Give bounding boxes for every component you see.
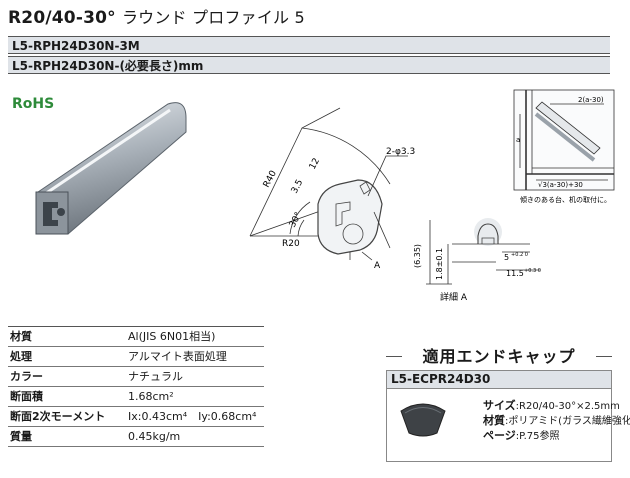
detail-marker: A (374, 261, 381, 271)
endcap-size-key: サイズ (483, 399, 516, 412)
spec-row: 質量 0.45kg/m (8, 427, 264, 447)
endcap-heading: 適用エンドキャップ (422, 347, 576, 366)
dim-6-35: (6.35) (413, 244, 422, 268)
spec-row: 断面2次モーメント Ix:0.43cm⁴ Iy:0.68cm⁴ (8, 407, 264, 427)
endcap-page-key: ページ (483, 429, 516, 442)
divider (386, 356, 402, 357)
page-title: R20/40-30° ラウンド プロファイル 5 (8, 4, 305, 28)
dim-12: 12 (308, 157, 322, 172)
part-number-cut: L5-RPH24D30N-(必要長さ)mm (8, 56, 610, 74)
spec-key: カラー (10, 370, 43, 383)
spec-key: 材質 (10, 330, 32, 343)
endcap-box: L5-ECPR24D30 サイズ:R20/40-30°×2.5mm 材質:ポリア… (386, 370, 630, 462)
dim-r40: R40 (262, 169, 279, 190)
spec-row: カラー ナチュラル (8, 367, 264, 387)
spec-value: ナチュラル (128, 370, 183, 383)
dim-5-tol: +0.2 0 (511, 252, 528, 258)
endcap-page-value: :P.75参照 (515, 431, 560, 442)
spec-value: Ix:0.43cm⁴ Iy:0.68cm⁴ (128, 410, 257, 423)
endcap-material-value: :ポリアミド(ガラス繊維強化) (505, 416, 630, 427)
spec-value: アルマイト表面処理 (128, 350, 227, 363)
side-a: a (516, 136, 520, 144)
dim-r20: R20 (282, 239, 300, 249)
rohs-badge: RoHS (12, 96, 54, 112)
side-bottom-dim: √3(a-30)+30 (538, 181, 583, 189)
spec-key: 質量 (10, 430, 32, 443)
endcap-material-key: 材質 (483, 414, 505, 427)
spec-value: Al(JIS 6N01相当) (128, 330, 216, 343)
title-jp: ラウンド プロファイル 5 (121, 8, 305, 27)
dim-angle: 30° (288, 211, 304, 230)
spec-key: 断面2次モーメント (10, 410, 106, 423)
dim-1-8: 1.8±0.1 (435, 248, 444, 280)
side-top-dim: 2(a-30) (578, 96, 604, 104)
detail-caption: 詳細 A (440, 291, 468, 303)
spec-table: 材質 Al(JIS 6N01相当) 処理 アルマイト表面処理 カラー ナチュラル… (8, 326, 264, 447)
profile-photo: RoHS (8, 84, 188, 274)
spec-row: 処理 アルマイト表面処理 (8, 347, 264, 367)
spec-value: 0.45kg/m (128, 430, 181, 443)
dim-11-5: 11.5 (506, 269, 524, 278)
endcap-size-value: :R20/40-30°×2.5mm (515, 401, 620, 412)
spec-row: 断面積 1.68cm² (8, 387, 264, 407)
endcap-part: L5-ECPR24D30 (387, 371, 611, 389)
title-main: R20/40-30° (8, 8, 116, 28)
spec-key: 断面積 (10, 390, 43, 403)
dim-5: 5 (504, 253, 509, 262)
spec-value: 1.68cm² (128, 390, 174, 403)
dim-hole: 2-φ3.3 (386, 147, 415, 157)
cross-section-drawing: R40 R20 2-φ3.3 3.5 12 30° A (6.35) 1.8±0… (249, 89, 615, 303)
spec-key: 処理 (10, 350, 32, 363)
part-number-fixed: L5-RPH24D30N-3M (8, 36, 610, 54)
endcap-info: サイズ:R20/40-30°×2.5mm 材質:ポリアミド(ガラス繊維強化) ペ… (483, 399, 630, 444)
dim-3-5: 3.5 (290, 178, 306, 195)
endcap-image (400, 403, 446, 437)
side-note: 傾きのある台、机の取付に。 (520, 195, 611, 204)
spec-row: 材質 Al(JIS 6N01相当) (8, 327, 264, 347)
dim-11-5-tol: +0.3 0 (524, 268, 541, 274)
divider (596, 356, 612, 357)
